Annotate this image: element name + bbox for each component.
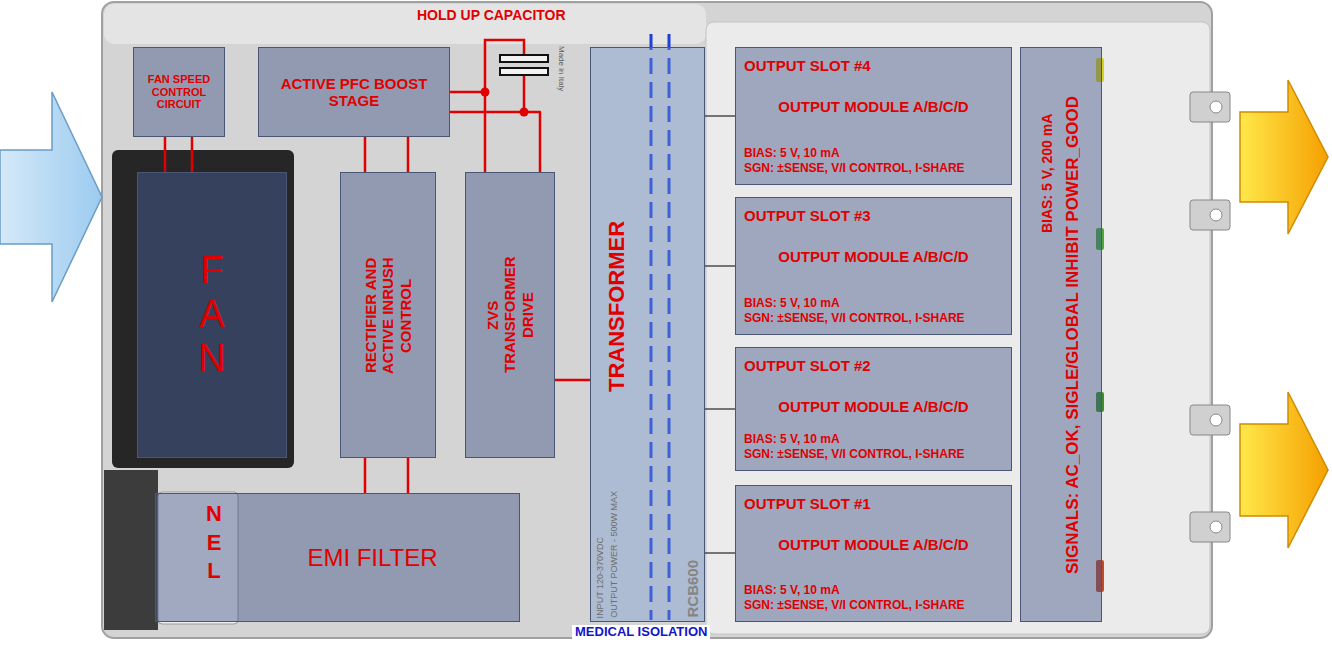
output-slot: OUTPUT SLOT #2 OUTPUT MODULE A/B/C/D BIAS:…	[735, 347, 1012, 471]
output-arrow	[1240, 392, 1328, 548]
capacitor-symbol	[500, 55, 548, 62]
output-slot: OUTPUT SLOT #3 OUTPUT MODULE A/B/C/D BIAS:…	[735, 197, 1012, 335]
slot-title: OUTPUT SLOT #2	[744, 357, 871, 374]
block-label: EMI FILTER	[307, 544, 437, 572]
wire	[364, 458, 367, 493]
capacitor-lead	[523, 75, 526, 112]
module-label: OUTPUT MODULE A/B/C/D	[778, 536, 968, 553]
transformer-block: TRANSFORMER	[590, 47, 705, 622]
control-block: FAN SPEED CONTROL CIRCUIT	[133, 47, 225, 137]
annotation-label: HOLD UP CAPACITOR	[417, 7, 566, 23]
wire	[364, 137, 367, 172]
output-terminal	[1190, 405, 1230, 435]
fan-block: FAN	[137, 172, 287, 458]
capacitor-symbol	[500, 68, 548, 75]
bias-spec: BIAS: 5 V, 10 mA	[744, 584, 840, 598]
output-arrow	[1240, 80, 1328, 234]
capacitor-lead	[485, 40, 524, 92]
output-bay	[706, 22, 1210, 634]
wire	[191, 137, 194, 172]
isolation-label: MEDICAL ISOLATION	[572, 625, 710, 640]
signal-connector-block: BIAS: 5 V, 200 mA SIGNALS: AC_OK, SIGLE/G…	[1020, 47, 1102, 622]
fan-body	[112, 150, 294, 468]
terminal-hole	[1210, 209, 1222, 221]
output-terminal	[1190, 92, 1230, 122]
signal-spec: SGN: ±SENSE, V/I CONTROL, I-SHARE	[744, 162, 965, 176]
signal-spec: SGN: ±SENSE, V/I CONTROL, I-SHARE	[744, 448, 965, 462]
output-terminal	[1190, 512, 1230, 542]
wire	[407, 137, 410, 172]
module-label: OUTPUT MODULE A/B/C/D	[778, 398, 968, 415]
slot-title: OUTPUT SLOT #1	[744, 495, 871, 512]
signal-spec: SIGNALS: AC_OK, SIGLE/GLOBAL INHIBIT POW…	[1063, 55, 1083, 615]
block-label: FAN SPEED CONTROL CIRCUIT	[138, 73, 220, 111]
airflow-arrow	[0, 92, 102, 302]
wire	[705, 115, 735, 117]
nameplate-text: RCB600	[684, 560, 701, 618]
block-label: ZVS TRANSFORMER DRIVE	[484, 249, 536, 381]
terminal-hole	[1210, 521, 1222, 533]
nameplate-text: Made in Italy	[557, 46, 566, 91]
slot-title: OUTPUT SLOT #3	[744, 207, 871, 224]
terminal-hole	[1210, 101, 1222, 113]
wire	[705, 552, 735, 554]
signal-spec: SGN: ±SENSE, V/I CONTROL, I-SHARE	[744, 599, 965, 613]
bias-spec: BIAS: 5 V, 200 mA	[1039, 103, 1055, 243]
terminal-hole	[1210, 414, 1222, 426]
output-slot: OUTPUT SLOT #4 OUTPUT MODULE A/B/C/D BIAS:…	[735, 47, 1012, 185]
wire	[705, 408, 735, 410]
block-label: ACTIVE PFC BOOST STAGE	[279, 75, 429, 110]
module-label: OUTPUT MODULE A/B/C/D	[778, 98, 968, 115]
housing-rim	[104, 4, 706, 44]
block-label: FAN	[193, 249, 231, 380]
nameplate-text: INPUT 120-370VDC	[595, 537, 605, 618]
nameplate-text: OUTPUT POWER - 500W MAX	[609, 491, 619, 618]
bias-spec: BIAS: 5 V, 10 mA	[744, 433, 840, 447]
driver-block: ZVS TRANSFORMER DRIVE	[465, 172, 555, 458]
output-slot: OUTPUT SLOT #1 OUTPUT MODULE A/B/C/D BIAS:…	[735, 485, 1012, 622]
bias-spec: BIAS: 5 V, 10 mA	[744, 297, 840, 311]
housing	[102, 2, 1212, 638]
signal-spec: SGN: ±SENSE, V/I CONTROL, I-SHARE	[744, 312, 965, 326]
bias-spec: BIAS: 5 V, 10 mA	[744, 147, 840, 161]
power-stage-block: ACTIVE PFC BOOST STAGE	[258, 47, 450, 137]
module-label: OUTPUT MODULE A/B/C/D	[778, 248, 968, 265]
slot-title: OUTPUT SLOT #4	[744, 57, 871, 74]
wire	[450, 92, 485, 172]
pin-label: NEL	[203, 500, 225, 586]
wire	[164, 137, 167, 172]
inlet-housing	[104, 470, 158, 630]
rectifier-block: RECTIFIER AND ACTIVE INRUSH CONTROL	[340, 172, 436, 458]
block-label: RECTIFIER AND ACTIVE INRUSH CONTROL	[362, 233, 414, 398]
block-label: TRANSFORMER	[604, 216, 629, 396]
output-terminal	[1190, 200, 1230, 230]
wire	[407, 458, 410, 493]
wire	[705, 265, 735, 267]
wire	[555, 379, 590, 382]
wire	[450, 112, 540, 172]
